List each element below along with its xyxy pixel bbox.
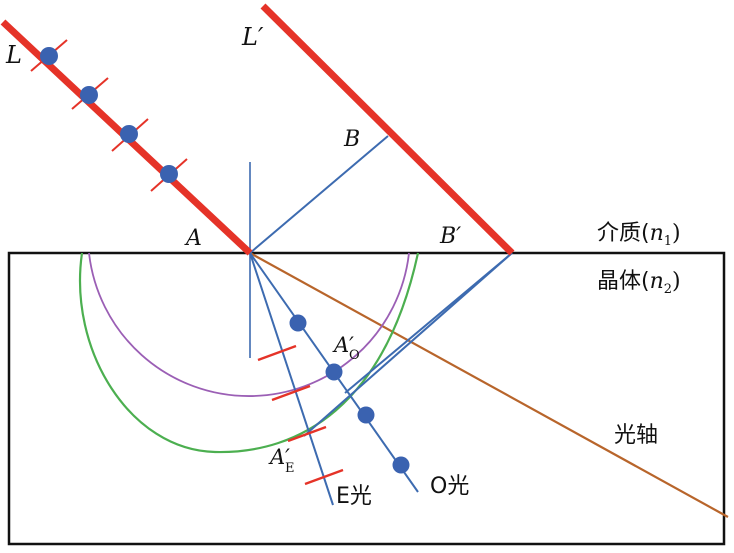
- label-A: A: [184, 226, 202, 251]
- o-ray-dot-4: [392, 456, 410, 474]
- e-ray-mark-3: [287, 425, 327, 443]
- incident-beam-L-prime: [260, 3, 515, 256]
- o-wave-circle: [88, 252, 410, 397]
- o-ray-dot-3: [357, 406, 375, 424]
- label-A-O-prime: A′: [332, 333, 354, 357]
- label-A-E-sub: E: [285, 461, 295, 476]
- label-o-ray: O光: [430, 474, 469, 499]
- tangent-e-wavefront: [303, 252, 513, 437]
- crystal-boundary: [7, 251, 726, 546]
- o-ray-dot-1: [289, 314, 307, 332]
- label-L: L: [5, 41, 22, 69]
- o-ray-dot-2: [325, 363, 343, 381]
- label-e-ray: E光: [336, 484, 372, 509]
- e-ray-mark-4: [304, 468, 344, 486]
- label-medium: 介质(n1): [597, 221, 681, 249]
- label-B: B: [343, 127, 360, 152]
- e-wave-ellipse: [78, 252, 420, 454]
- e-ray-mark-1: [257, 344, 297, 362]
- label-optic-axis: 光轴: [614, 423, 658, 448]
- label-A-E-prime: A′: [268, 445, 290, 469]
- optic-axis-line: [249, 252, 729, 518]
- label-A-O-sub: O: [349, 348, 360, 363]
- beam-dot-3: [120, 125, 138, 143]
- e-ray-mark-2: [271, 384, 311, 402]
- label-crystal: 晶体(n2): [597, 269, 681, 297]
- beam-dot-2: [80, 86, 98, 104]
- e-ray-line: [249, 252, 334, 506]
- beam-dot-4: [160, 165, 178, 183]
- beam-dot-1: [40, 47, 58, 65]
- label-B-prime: B′: [439, 224, 461, 249]
- label-L-prime: L′: [241, 23, 264, 51]
- wavefront-AB: [249, 135, 389, 254]
